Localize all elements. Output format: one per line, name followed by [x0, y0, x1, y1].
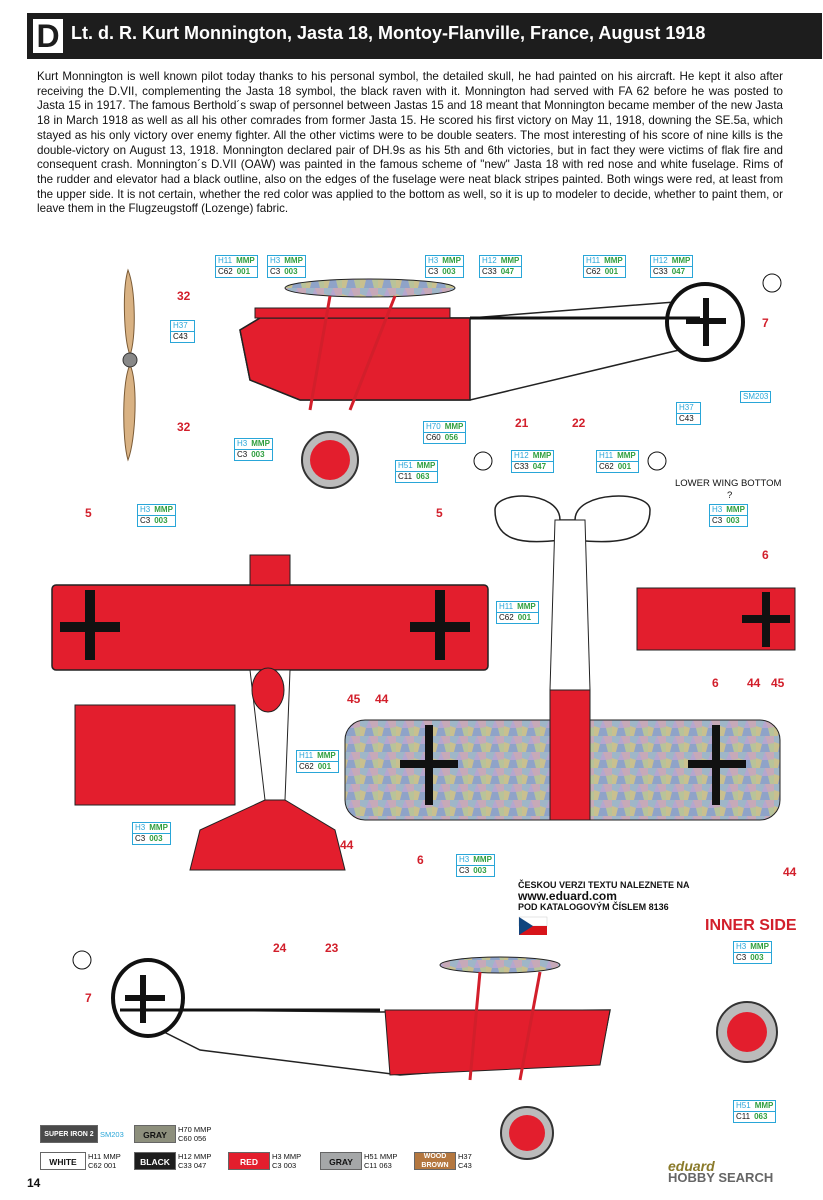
- page-title: Lt. d. R. Kurt Monnington, Jasta 18, Mon…: [71, 23, 706, 43]
- decal-number: 22: [572, 416, 586, 430]
- decal-number: 6: [762, 548, 769, 562]
- decal-number: 32: [177, 289, 191, 303]
- decal-number: 7: [85, 991, 92, 1005]
- inner-wheel: [716, 1001, 778, 1063]
- hobby-search-watermark: HOBBY SEARCH: [668, 1170, 774, 1185]
- czech-flag: [518, 916, 548, 935]
- upper-wing-plan: [51, 554, 489, 871]
- czech-note: ČESKOU VERZI TEXTU NALEZNETE NA www.edua…: [518, 880, 698, 913]
- page-number: 14: [27, 1176, 41, 1190]
- lower-plan-view: [344, 451, 781, 821]
- decal-number: 5: [85, 506, 92, 520]
- decal-number: 5: [436, 506, 443, 520]
- decal-number: 45: [771, 676, 785, 690]
- decal-number: 21: [515, 416, 529, 430]
- lower-wing-label: LOWER WING BOTTOM: [675, 478, 782, 489]
- decal-number: 44: [340, 838, 354, 852]
- inner-side-label: INNER SIDE: [705, 917, 797, 934]
- decal-number: 45: [347, 692, 361, 706]
- decal-number: 44: [747, 676, 761, 690]
- czech-line3: POD KATALOGOVÝM ČÍSLEM 8136: [518, 902, 669, 912]
- side-view-right: [72, 950, 611, 1160]
- decal-number: 44: [375, 692, 389, 706]
- decal-number: 6: [712, 676, 719, 690]
- decal-number: 7: [762, 316, 769, 330]
- czech-line1: ČESKOU VERZI TEXTU NALEZNETE NA: [518, 880, 690, 890]
- side-view-left: [239, 273, 782, 489]
- decal-number: 6: [417, 853, 424, 867]
- lower-wing-bottom: [636, 587, 796, 651]
- czech-url: www.eduard.com: [518, 889, 617, 903]
- decal-number: 24: [273, 941, 287, 955]
- decal-number: 32: [177, 420, 191, 434]
- sm-callout: SM203: [740, 391, 772, 403]
- decal-number: 44: [783, 865, 797, 879]
- header-bar: D Lt. d. R. Kurt Monnington, Jasta 18, M…: [27, 13, 822, 59]
- propeller: [122, 268, 138, 462]
- decal-number: 23: [325, 941, 339, 955]
- intro-text: Kurt Monnington is well known pilot toda…: [37, 70, 783, 216]
- eduard-logo: eduard: [668, 1158, 715, 1174]
- profile-letter: D: [33, 19, 63, 53]
- lower-wing-question: ?: [727, 490, 733, 501]
